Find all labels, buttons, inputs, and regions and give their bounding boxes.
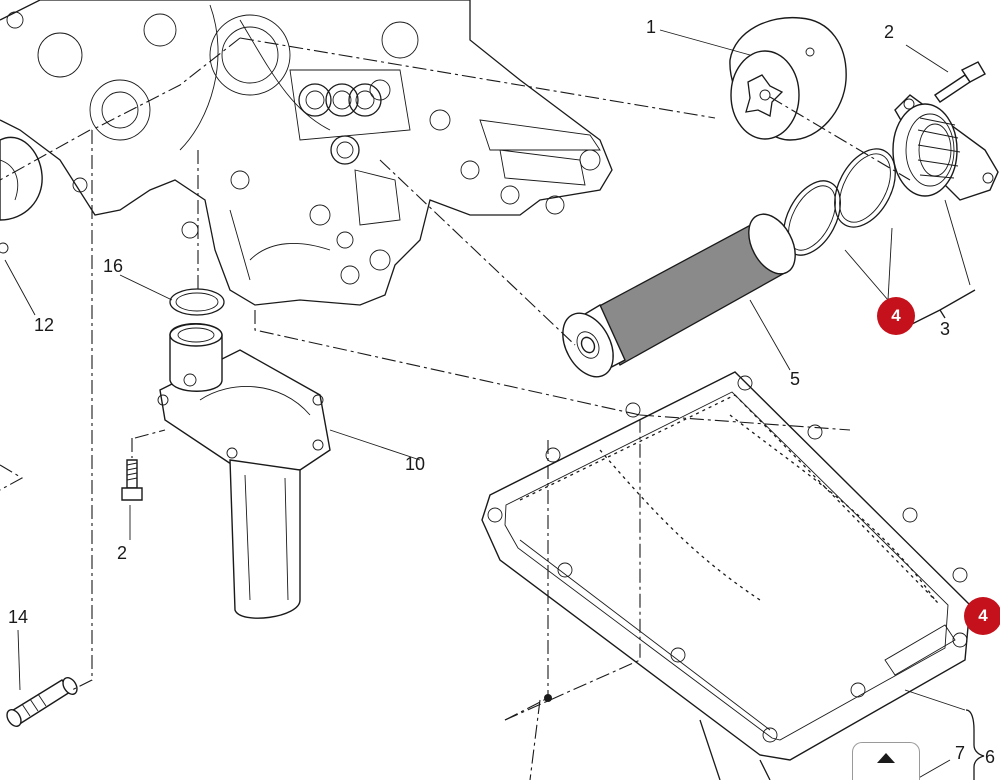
crankcase-outline xyxy=(0,0,613,306)
callout-2-left: 2 xyxy=(117,543,128,563)
oil-filter-cartridge xyxy=(562,213,796,378)
reference-badge-4-filter[interactable]: 4 xyxy=(877,297,915,335)
oil-pickup-housing xyxy=(157,323,331,619)
reference-badge-4-sump[interactable]: 4 xyxy=(964,597,1000,635)
callout-3: 3 xyxy=(940,319,951,339)
assembly-lines xyxy=(0,37,911,780)
callout-6: 6 xyxy=(985,747,996,767)
triangle-up-icon xyxy=(877,753,895,763)
junction-dot xyxy=(544,694,552,702)
callout-1: 1 xyxy=(646,17,657,37)
callout-12: 12 xyxy=(34,315,55,335)
bolt-top xyxy=(934,61,986,103)
filter-cover xyxy=(892,94,999,201)
oil-pump-rotor xyxy=(729,16,847,141)
oil-sump xyxy=(481,371,971,780)
callout-14: 14 xyxy=(8,607,29,627)
bolt-left xyxy=(121,459,143,501)
callout-2-top: 2 xyxy=(884,22,895,42)
stud-14 xyxy=(6,677,78,727)
callout-16: 16 xyxy=(103,256,124,276)
scroll-up-button[interactable] xyxy=(852,742,920,780)
callout-5: 5 xyxy=(790,369,801,389)
o-ring-16 xyxy=(169,288,225,316)
callout-10: 10 xyxy=(405,454,426,474)
partial-rotor-left xyxy=(0,136,43,254)
callout-7: 7 xyxy=(955,743,966,763)
